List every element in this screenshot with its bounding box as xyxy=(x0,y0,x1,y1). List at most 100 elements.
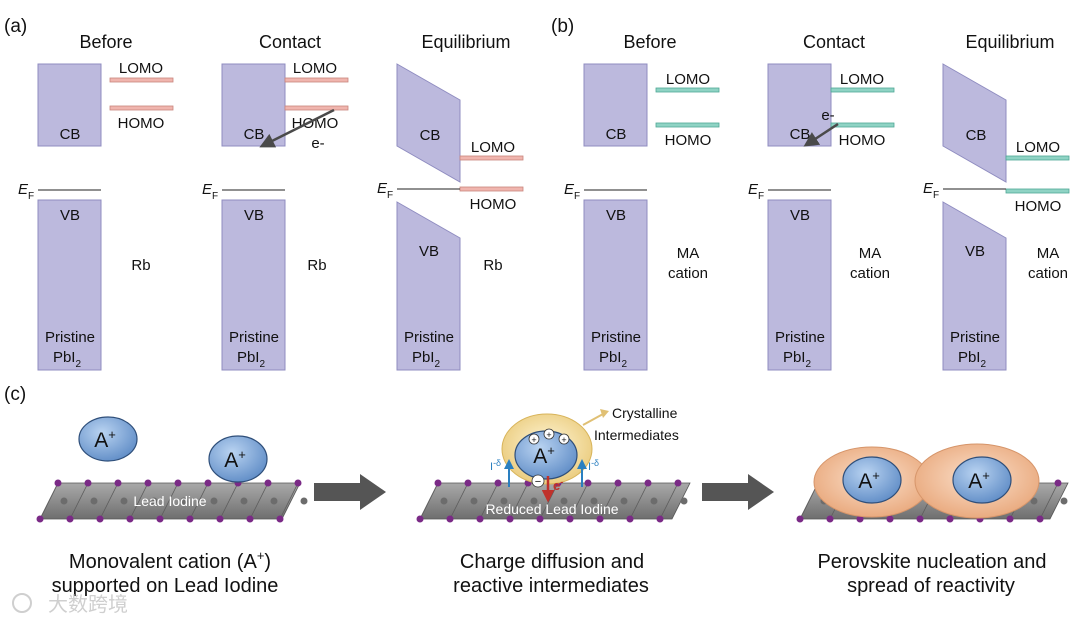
panel-a-contact: Contact CB LOMO HOMO e- EF VB Pristine P… xyxy=(202,32,349,371)
iodine-atom xyxy=(264,479,272,487)
cation-label: A+ xyxy=(858,468,880,493)
iodine-atom xyxy=(186,515,194,523)
stage-title: Contact xyxy=(259,32,321,52)
fermi-label: EF xyxy=(748,181,764,202)
valence-band xyxy=(221,199,286,371)
iodine-atom xyxy=(294,479,302,487)
cb-label: CB xyxy=(790,126,811,143)
lomo-label: LOMO xyxy=(1016,139,1060,156)
substrate-label: Lead Iodine xyxy=(133,493,206,509)
conduction-band xyxy=(583,63,648,147)
lattice-slab xyxy=(36,479,308,523)
lead-atom xyxy=(1030,497,1038,505)
caption-3-line-1: Perovskite nucleation and xyxy=(817,551,1046,573)
electron-label: e- xyxy=(821,107,834,124)
iodine-atom xyxy=(826,515,834,523)
lomo-level xyxy=(830,87,895,93)
lead-atom xyxy=(440,497,448,505)
species-label: Rb xyxy=(131,257,150,274)
panel-a-equilibrium: Equilibrium CB LOMO HOMO EF VB Pristine … xyxy=(377,32,524,371)
lomo-label: LOMO xyxy=(471,139,515,156)
lattice-slab xyxy=(416,479,691,523)
lead-atom xyxy=(210,497,218,505)
panel-a: Before CB LOMO HOMO EF VB Pristine PbI2 … xyxy=(18,32,524,371)
positive-charges: + + + xyxy=(528,428,570,445)
fermi-label: EF xyxy=(377,180,393,201)
callout-arrowhead xyxy=(600,409,609,418)
panel-label-a: (a) xyxy=(4,16,27,37)
material-label: Pristine xyxy=(775,329,825,346)
iodine-atom xyxy=(204,479,212,487)
iodine-atom xyxy=(644,479,652,487)
material-formula: PbI2 xyxy=(783,349,812,370)
homo-level xyxy=(459,186,524,192)
material-label: Pristine xyxy=(950,329,1000,346)
caption-1-line-2: supported on Lead Iodine xyxy=(52,575,279,597)
lomo-level xyxy=(284,77,349,83)
vb-label: VB xyxy=(60,207,80,224)
iodine-atom xyxy=(416,515,424,523)
homo-label: HOMO xyxy=(665,132,712,149)
species-label: MA xyxy=(677,245,700,262)
iodine-atom xyxy=(1006,515,1014,523)
vb-label: VB xyxy=(606,207,626,224)
cation-label: A+ xyxy=(94,427,116,452)
watermark: 大数跨境 xyxy=(12,592,128,616)
iodine-atom xyxy=(536,515,544,523)
iodine-atom xyxy=(626,515,634,523)
panel-label-c: (c) xyxy=(4,384,26,405)
iodine-atom xyxy=(916,515,924,523)
conduction-band xyxy=(767,63,832,147)
iodine-atom xyxy=(144,479,152,487)
watermark-text: 大数跨境 xyxy=(48,592,128,616)
iodine-atom xyxy=(96,515,104,523)
iodine-atom xyxy=(596,515,604,523)
cation-label: A+ xyxy=(968,468,990,493)
homo-label: HOMO xyxy=(1015,198,1062,215)
iodine-atom xyxy=(1036,515,1044,523)
iodine-atom xyxy=(584,479,592,487)
fermi-label: EF xyxy=(923,180,939,201)
lead-atom xyxy=(60,497,68,505)
panel-b-equilibrium: Equilibrium CB LOMO HOMO EF VB Pristine … xyxy=(923,32,1070,371)
iodine-atom xyxy=(674,479,682,487)
lead-atom xyxy=(90,497,98,505)
material-formula: PbI2 xyxy=(53,349,82,370)
callout-label: Crystalline xyxy=(612,405,678,421)
material-label: Pristine xyxy=(45,329,95,346)
vb-label: VB xyxy=(790,207,810,224)
conduction-band xyxy=(37,63,102,147)
lead-atom xyxy=(530,497,538,505)
species-label: cation xyxy=(850,265,890,282)
iodine-atom xyxy=(614,479,622,487)
iodine-atom xyxy=(886,515,894,523)
lead-atom xyxy=(590,497,598,505)
iodine-atom xyxy=(1054,479,1062,487)
electron-label: e- xyxy=(311,135,324,152)
lead-atom xyxy=(1060,497,1068,505)
cb-label: CB xyxy=(420,127,441,144)
lead-atom xyxy=(560,497,568,505)
fermi-label: EF xyxy=(564,181,580,202)
lomo-label: LOMO xyxy=(293,60,337,77)
svg-text:+: + xyxy=(531,435,536,445)
iodine-atom xyxy=(66,515,74,523)
lead-atom xyxy=(470,497,478,505)
iodine-atom xyxy=(126,515,134,523)
callout-label: Intermediates xyxy=(594,427,679,443)
lead-atom xyxy=(240,497,248,505)
iodine-atom xyxy=(54,479,62,487)
lomo-label: LOMO xyxy=(840,71,884,88)
cb-label: CB xyxy=(60,126,81,143)
homo-label: HOMO xyxy=(839,132,886,149)
stage-title: Before xyxy=(623,32,676,52)
iodide-label-left: I-δ xyxy=(490,458,501,473)
homo-level xyxy=(1005,188,1070,194)
iodine-atom xyxy=(566,515,574,523)
material-formula: PbI2 xyxy=(412,349,441,370)
callout-line xyxy=(582,413,604,426)
homo-label: HOMO xyxy=(470,196,517,213)
iodine-atom xyxy=(434,479,442,487)
lead-atom xyxy=(650,497,658,505)
homo-label: HOMO xyxy=(118,115,165,132)
